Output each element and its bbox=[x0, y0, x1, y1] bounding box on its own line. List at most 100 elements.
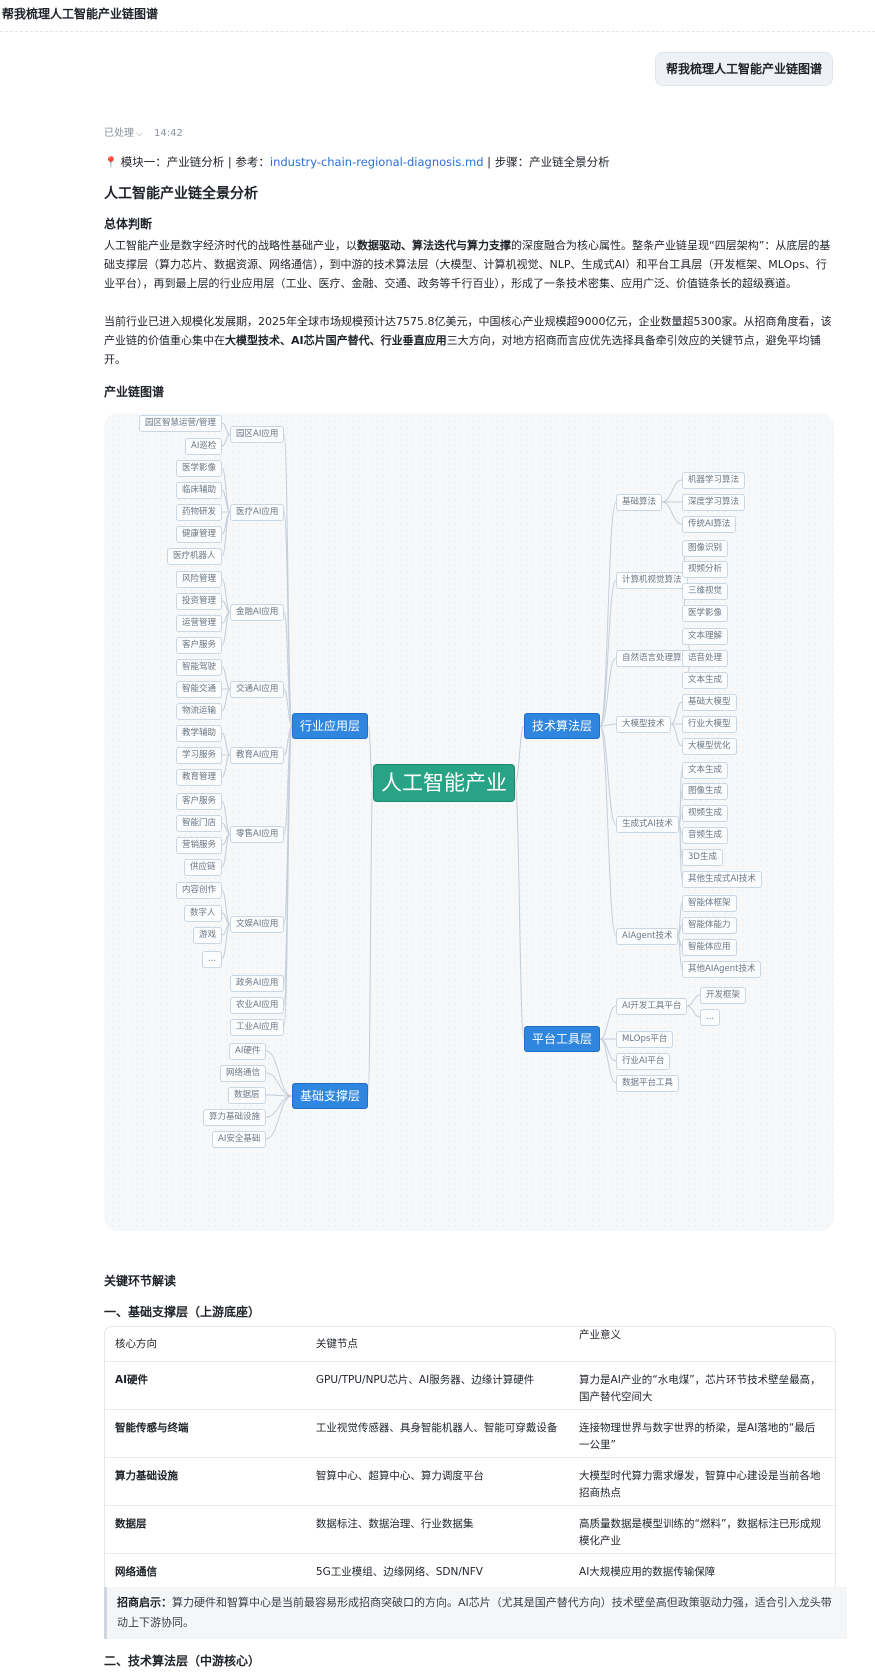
p2-text-a: 当前行业已进入规模化发展期，2025年全球市场规模预计达7575.8亿美元，中国… bbox=[104, 315, 832, 347]
user-message-bubble[interactable]: 帮我梳理人工智能产业链图谱 bbox=[654, 52, 833, 86]
table-cell: AI大规模应用的数据传输保障 bbox=[579, 1566, 716, 1578]
mindmap-leaf-node[interactable]: 学习服务 bbox=[176, 746, 223, 764]
mindmap-leaf-node[interactable]: 开发框架 bbox=[700, 986, 747, 1004]
mindmap-leaf-node[interactable]: 智能体应用 bbox=[682, 938, 737, 956]
mindmap-leaf-node[interactable]: 风险管理 bbox=[176, 570, 223, 588]
mindmap-leaf-node[interactable]: 文本生成 bbox=[682, 761, 729, 779]
mindmap-leaf-node[interactable]: 智能体框架 bbox=[682, 894, 737, 912]
mindmap-connector bbox=[221, 434, 231, 447]
mindmap-category-node[interactable]: 园区AI应用 bbox=[230, 426, 285, 443]
mindmap-leaf-node[interactable]: 图像识别 bbox=[682, 539, 729, 557]
mindmap-leaf-node[interactable]: 医学影像 bbox=[176, 459, 223, 477]
mindmap-category-node[interactable]: MLOps平台 bbox=[616, 1030, 674, 1048]
status-time: 14:42 bbox=[154, 128, 183, 139]
callout-text: 算力硬件和智算中心是当前最容易形成招商突破口的方向。AI芯片（尤其是国产替代方向… bbox=[117, 1596, 832, 1629]
mindmap-leaf-node[interactable]: 投资管理 bbox=[176, 592, 223, 610]
mindmap-category-node[interactable]: 数据层 bbox=[228, 1086, 266, 1104]
mindmap-leaf-node[interactable]: ... bbox=[700, 1008, 721, 1026]
mindmap-leaf-node[interactable]: 营销服务 bbox=[176, 836, 223, 854]
mindmap-category-node[interactable]: 计算机视觉算法 bbox=[616, 572, 688, 589]
mindmap-leaf-node[interactable]: 深度学习算法 bbox=[682, 493, 746, 511]
mindmap-category-node[interactable]: 医疗AI应用 bbox=[230, 503, 285, 521]
mindmap-layer-node[interactable]: 技术算法层 bbox=[524, 713, 601, 739]
mindmap-leaf-node[interactable]: 语音处理 bbox=[682, 649, 729, 667]
mindmap-leaf-node[interactable]: 教学辅助 bbox=[176, 724, 223, 742]
mindmap-category-node[interactable]: 算力基础设施 bbox=[203, 1108, 267, 1126]
mindmap-category-node[interactable]: 工业AI应用 bbox=[230, 1018, 285, 1036]
mindmap-category-node[interactable]: 基础算法 bbox=[616, 493, 663, 511]
mindmap-leaf-node[interactable]: 园区智慧运营/管理 bbox=[139, 414, 222, 432]
table-cell: 算力是AI产业的“水电煤”，芯片环节技术壁垒最高，国产替代空间大 bbox=[579, 1374, 821, 1403]
mindmap-leaf-node[interactable]: 3D生成 bbox=[682, 848, 723, 866]
mindmap-category-node[interactable]: 文娱AI应用 bbox=[230, 916, 285, 933]
meta-step: 步骤：产业链全景分析 bbox=[494, 155, 610, 169]
chevron-down-icon[interactable]: ⌵ bbox=[136, 129, 143, 139]
mindmap-category-node[interactable]: 行业AI平台 bbox=[616, 1052, 671, 1070]
mindmap-leaf-node[interactable]: 视频生成 bbox=[682, 804, 729, 822]
mindmap-leaf-node[interactable]: 大模型优化 bbox=[682, 737, 737, 755]
mindmap-leaf-node[interactable]: 三维视觉 bbox=[682, 582, 729, 600]
mindmap-leaf-node[interactable]: 智能体能力 bbox=[682, 916, 737, 934]
mindmap-category-node[interactable]: 农业AI应用 bbox=[230, 996, 285, 1014]
mindmap-category-node[interactable]: AI安全基础 bbox=[212, 1130, 267, 1148]
mindmap-leaf-node[interactable]: 图像生成 bbox=[682, 782, 729, 800]
mindmap-leaf-node[interactable]: 物流运输 bbox=[176, 702, 223, 720]
mindmap-layer-node[interactable]: 平台工具层 bbox=[524, 1026, 601, 1052]
mindmap-leaf-node[interactable]: 医学影像 bbox=[682, 604, 729, 622]
overall-paragraph-1: 人工智能产业是数字经济时代的战略性基础产业，以数据驱动、算法迭代与算力支撑的深度… bbox=[104, 236, 834, 293]
mindmap-leaf-node[interactable]: 文本生成 bbox=[682, 671, 729, 689]
mindmap-category-node[interactable]: 数据平台工具 bbox=[616, 1074, 680, 1092]
mindmap-leaf-node[interactable]: 供应链 bbox=[184, 858, 222, 876]
mindmap-category-node[interactable]: 零售AI应用 bbox=[230, 825, 285, 843]
mindmap-leaf-node[interactable]: 行业大模型 bbox=[682, 715, 737, 733]
mindmap-leaf-node[interactable]: 智能驾驶 bbox=[176, 658, 223, 676]
mindmap-leaf-node[interactable]: 健康管理 bbox=[176, 525, 223, 543]
mindmap-leaf-node[interactable]: 智能门店 bbox=[176, 814, 223, 832]
mindmap-category-node[interactable]: AIAgent技术 bbox=[616, 927, 679, 945]
mindmap-leaf-node[interactable]: 其他生成式AI技术 bbox=[682, 870, 762, 888]
mindmap-leaf-node[interactable]: 运营管理 bbox=[176, 614, 223, 632]
mindmap-category-node[interactable]: AI硬件 bbox=[229, 1042, 267, 1060]
mindmap-leaf-node[interactable]: 内容创作 bbox=[176, 881, 223, 899]
mindmap-leaf-node[interactable]: 机器学习算法 bbox=[682, 471, 746, 489]
mindmap-category-node[interactable]: 生成式AI技术 bbox=[616, 816, 679, 833]
mindmap-leaf-node[interactable]: ... bbox=[202, 950, 223, 968]
mindmap-leaf-node[interactable]: 数字人 bbox=[184, 904, 222, 922]
mindmap-category-node[interactable]: 金融AI应用 bbox=[230, 603, 285, 621]
mindmap-category-node[interactable]: 网络通信 bbox=[220, 1064, 267, 1082]
mindmap-layer-node[interactable]: 行业应用层 bbox=[292, 713, 369, 739]
p1-text-a: 人工智能产业是数字经济时代的战略性基础产业，以 bbox=[104, 239, 357, 252]
mindmap-leaf-node[interactable]: 游戏 bbox=[193, 926, 223, 944]
mindmap-leaf-node[interactable]: AI巡检 bbox=[185, 437, 223, 455]
header-divider bbox=[0, 31, 875, 32]
mindmap-category-node[interactable]: 大模型技术 bbox=[616, 715, 671, 733]
mindmap-leaf-node[interactable]: 客户服务 bbox=[176, 792, 223, 810]
mindmap-category-node[interactable]: 交通AI应用 bbox=[230, 680, 285, 698]
mindmap-leaf-node[interactable]: 临床辅助 bbox=[176, 481, 223, 499]
mindmap-connector bbox=[265, 1095, 293, 1118]
mindmap-leaf-node[interactable]: 医疗机器人 bbox=[167, 547, 222, 565]
mindmap-category-node[interactable]: 政务AI应用 bbox=[230, 974, 285, 992]
mindmap-connector bbox=[221, 732, 231, 756]
mindmap-leaf-node[interactable]: 基础大模型 bbox=[682, 693, 737, 711]
mindmap-connector bbox=[265, 1050, 293, 1097]
mindmap-leaf-node[interactable]: 文本理解 bbox=[682, 627, 729, 645]
mindmap-connector bbox=[221, 912, 231, 925]
ref-file-link[interactable]: industry-chain-regional-diagnosis.md bbox=[269, 155, 484, 169]
mindmap-leaf-node[interactable]: 视频分析 bbox=[682, 560, 729, 578]
meta-separator: | bbox=[227, 155, 232, 169]
mindmap-category-node[interactable]: AI开发工具平台 bbox=[616, 997, 688, 1015]
status-row[interactable]: 已处理⌵ 14:42 bbox=[104, 124, 183, 139]
mindmap-layer-node[interactable]: 基础支撑层 bbox=[292, 1083, 369, 1109]
mindmap-leaf-node[interactable]: 客户服务 bbox=[176, 636, 223, 654]
mindmap-leaf-node[interactable]: 教育管理 bbox=[176, 768, 223, 786]
mindmap-category-node[interactable]: 教育AI应用 bbox=[230, 746, 285, 764]
mindmap-leaf-node[interactable]: 药物研发 bbox=[176, 503, 223, 521]
mindmap-root[interactable]: 人工智能产业 bbox=[373, 764, 515, 802]
mindmap-leaf-node[interactable]: 音频生成 bbox=[682, 826, 729, 844]
mindmap-leaf-node[interactable]: 其他AIAgent技术 bbox=[682, 960, 762, 978]
mindmap-leaf-node[interactable]: 传统AI算法 bbox=[682, 515, 737, 533]
table-cell: 连接物理世界与数字世界的桥梁，是AI落地的“最后一公里” bbox=[579, 1422, 816, 1451]
mindmap-leaf-node[interactable]: 智能交通 bbox=[176, 680, 223, 698]
